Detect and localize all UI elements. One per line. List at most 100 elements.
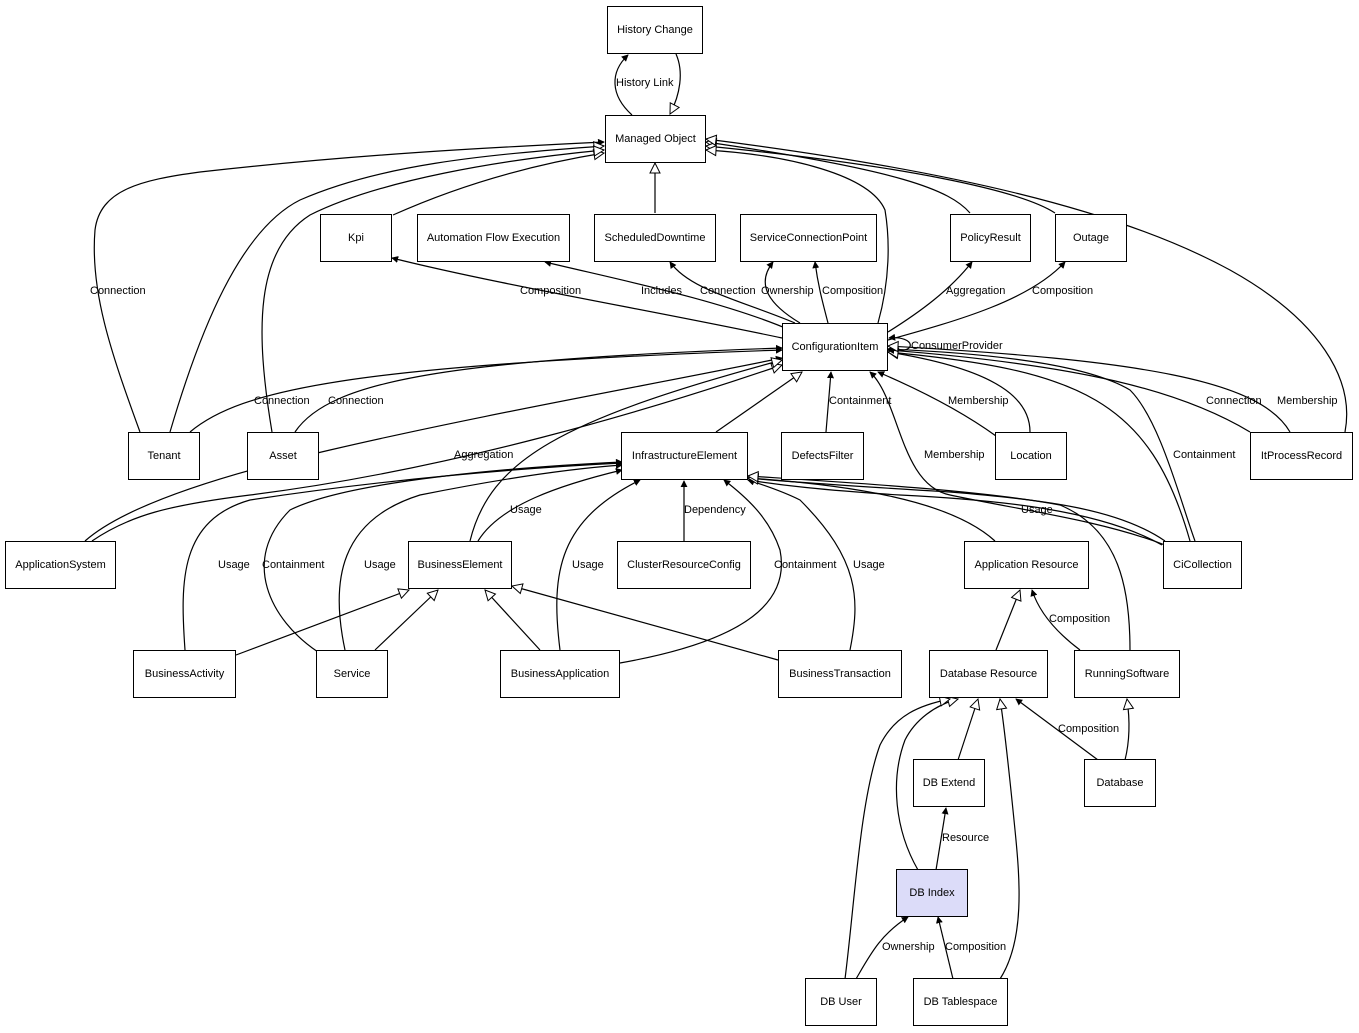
node-defects-filter[interactable]: DefectsFilter	[781, 432, 864, 480]
edge-asset-ci-connection	[294, 344, 783, 433]
node-location[interactable]: Location	[995, 432, 1067, 480]
edge-itprocessrecord-inherits-managed-object	[706, 139, 1348, 433]
label-bapp-containment: Containment	[774, 559, 837, 571]
node-database-resource[interactable]: Database Resource	[929, 650, 1048, 698]
edge-appsys-ci-aggregation	[84, 355, 783, 542]
edge-dbuser-ownership	[855, 916, 909, 980]
label-location-membership: Membership	[948, 395, 1009, 407]
edge-itpr-ci-connection	[887, 346, 1251, 433]
edge-infrastructure-inherits-ci	[715, 372, 802, 433]
node-database[interactable]: Database	[1084, 759, 1156, 807]
node-cluster-resource-config[interactable]: ClusterResourceConfig	[617, 541, 751, 589]
edge-cicollection-inherits-ci	[888, 352, 1191, 542]
label-ci-sd-connection: Connection	[700, 285, 756, 297]
label-asset-ci-connection: Connection	[328, 395, 384, 407]
label-defects-containment: Containment	[829, 395, 892, 407]
label-cicollection-membership: Membership	[924, 449, 985, 461]
label-bapp-usage: Usage	[572, 559, 604, 571]
node-automation-flow-execution[interactable]: Automation Flow Execution	[417, 214, 570, 262]
node-business-transaction[interactable]: BusinessTransaction	[778, 650, 902, 698]
edge-dbuser-inherits-dbres	[844, 699, 950, 980]
edge-business-element-inherits-ci	[469, 360, 782, 542]
edge-defects-containment	[825, 371, 834, 433]
node-asset[interactable]: Asset	[247, 432, 319, 480]
edge-bt-usage	[747, 478, 856, 651]
edge-running-software-inherits-infra	[748, 476, 1131, 651]
node-ci-collection[interactable]: CiCollection	[1163, 541, 1242, 589]
edge-ci-scp-ownership	[764, 261, 801, 324]
edge-outage-inherits-managed-object	[706, 146, 1056, 214]
node-business-element[interactable]: BusinessElement	[408, 541, 512, 589]
edge-ba-usage	[182, 459, 623, 651]
node-policy-result[interactable]: PolicyResult	[950, 214, 1031, 262]
edge-tenant-connection-managed-object	[93, 138, 605, 433]
label-service-usage: Usage	[364, 559, 396, 571]
edge-service-inherits-be	[374, 590, 438, 651]
node-infrastructure-element[interactable]: InfrastructureElement	[621, 432, 748, 480]
node-business-application[interactable]: BusinessApplication	[500, 650, 620, 698]
label-rs-composition: Composition	[1049, 613, 1111, 625]
node-it-process-record[interactable]: ItProcessRecord	[1250, 432, 1353, 480]
edge-rs-composition	[1030, 589, 1081, 651]
node-managed-object[interactable]: Managed Object	[605, 115, 706, 163]
node-business-activity[interactable]: BusinessActivity	[133, 650, 236, 698]
edge-cicollection-containment	[887, 345, 1196, 542]
edge-policy-result-inherits-managed-object	[706, 142, 971, 214]
edge-asset-inherits-managed-object	[261, 150, 604, 433]
node-outage[interactable]: Outage	[1055, 214, 1127, 262]
edge-database-composition	[1015, 698, 1099, 761]
edge-bapp-containment	[619, 479, 782, 664]
label-ba-usage: Usage	[218, 559, 250, 571]
node-service[interactable]: Service	[316, 650, 388, 698]
edge-bapp-inherits-be	[485, 590, 541, 651]
node-db-user[interactable]: DB User	[805, 978, 877, 1026]
edge-bapp-usage	[556, 479, 641, 651]
node-db-extend[interactable]: DB Extend	[913, 759, 985, 807]
edge-dbextend-inherits-dbres	[957, 699, 978, 761]
label-ci-kpi-composition: Composition	[520, 285, 582, 297]
edge-cicollection-usage	[747, 477, 1163, 546]
edge-itpr-inherits-ci	[888, 346, 1291, 433]
edge-tenant-inherits-managed-object	[169, 146, 604, 433]
edge-location-membership	[877, 371, 997, 437]
node-configuration-item[interactable]: ConfigurationItem	[782, 323, 888, 371]
node-scheduled-downtime[interactable]: ScheduledDowntime	[594, 214, 716, 262]
edge-history-change-inherits-managed-object	[669, 53, 681, 114]
node-db-index[interactable]: DB Index	[896, 869, 968, 917]
label-ci-scp-composition: Composition	[822, 285, 884, 297]
node-history-change[interactable]: History Change	[607, 6, 703, 54]
edge-history-link	[614, 54, 633, 116]
label-tenant-connection-mo: Connection	[90, 285, 146, 297]
edge-ci-outage-composition	[887, 261, 1066, 341]
label-history-link: History Link	[616, 77, 674, 89]
edge-business-activity-inherits-be	[235, 590, 409, 656]
edge-dbindex-resource	[935, 807, 949, 871]
label-db-composition: Composition	[1058, 723, 1120, 735]
edge-location-inherits-ci	[888, 352, 1031, 433]
label-dbindex-resource: Resource	[942, 832, 990, 844]
label-ci-outage-composition: Composition	[1032, 285, 1094, 297]
label-itpr-membership: Membership	[1277, 395, 1338, 407]
node-service-connection-point[interactable]: ServiceConnectionPoint	[740, 214, 877, 262]
edge-cicollection-membership	[869, 371, 1166, 546]
label-be-usage: Usage	[510, 504, 542, 516]
node-db-tablespace[interactable]: DB Tablespace	[913, 978, 1008, 1026]
node-running-software[interactable]: RunningSoftware	[1074, 650, 1180, 698]
edge-dbts-composition	[936, 916, 954, 980]
edge-dbindex-inherits-dbres	[895, 699, 958, 871]
node-kpi[interactable]: Kpi	[320, 214, 392, 262]
label-crc-dependency: Dependency	[684, 504, 746, 516]
label-appsys-aggregation: Aggregation	[454, 449, 514, 461]
edge-dbts-inherits-dbres	[1000, 699, 1020, 980]
node-application-resource[interactable]: Application Resource	[964, 541, 1089, 589]
edge-ci-inherits-managed-object	[706, 150, 889, 324]
label-dbuser-ownership: Ownership	[882, 941, 935, 953]
edge-dbresource-inherits-appres	[995, 590, 1020, 651]
node-tenant[interactable]: Tenant	[128, 432, 200, 480]
edge-ci-kpi-composition	[391, 256, 783, 339]
node-application-system[interactable]: ApplicationSystem	[5, 541, 116, 589]
edge-tenant-ci-connection	[189, 346, 783, 433]
label-cicollection-containment: Containment	[1173, 449, 1236, 461]
